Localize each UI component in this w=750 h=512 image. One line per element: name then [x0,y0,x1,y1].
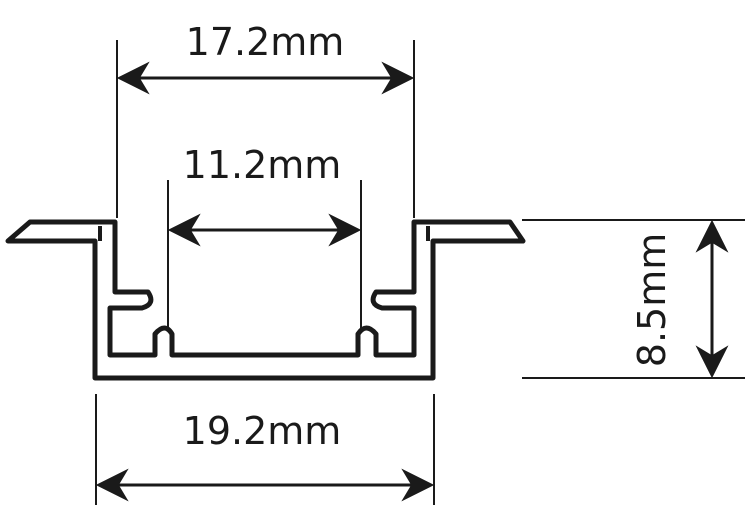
label-11-2mm: 11.2mm [183,143,342,187]
label-19-2mm: 19.2mm [183,409,342,453]
label-17-2mm: 17.2mm [186,20,345,64]
label-8-5mm: 8.5mm [630,233,674,367]
profile-outline [5,219,526,381]
